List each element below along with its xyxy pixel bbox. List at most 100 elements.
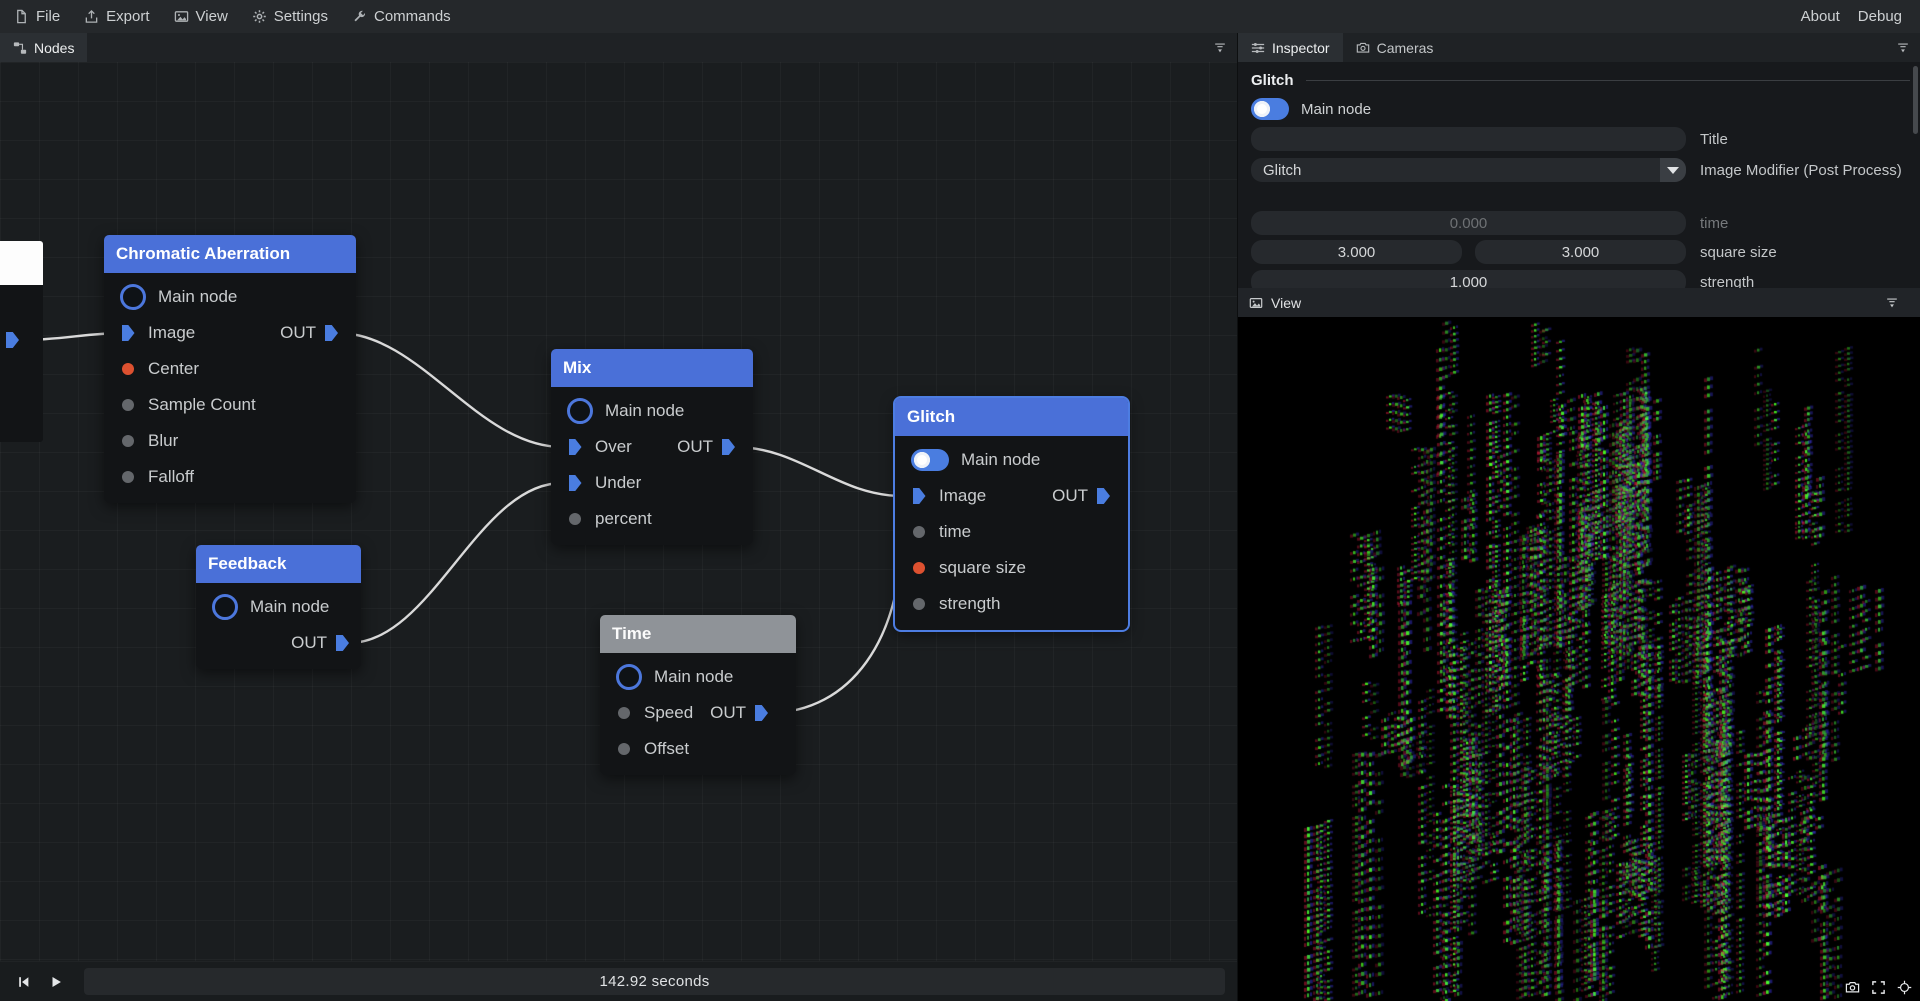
- menu-file[interactable]: File: [14, 8, 60, 25]
- port-row-blur[interactable]: Blur: [104, 423, 356, 459]
- tab-inspector[interactable]: Inspector: [1238, 33, 1343, 62]
- tab-cameras[interactable]: Cameras: [1343, 33, 1447, 62]
- input-port-icon[interactable]: [618, 707, 630, 719]
- menu-about[interactable]: About: [1801, 8, 1840, 25]
- inspector-section-header: Glitch: [1251, 72, 1910, 89]
- main-node-toggle-icon[interactable]: [616, 664, 642, 690]
- panel-menu-icon[interactable]: [1885, 296, 1899, 310]
- menu-view[interactable]: View: [174, 8, 228, 25]
- port-row-image[interactable]: Image OUT: [895, 478, 1128, 514]
- port-row-sample-count[interactable]: Sample Count: [104, 387, 356, 423]
- input-port-icon[interactable]: [122, 435, 134, 447]
- wire-feedback-to-mix-under[interactable]: [349, 483, 562, 643]
- main-node-label: Main node: [1301, 101, 1371, 118]
- main-node-toggle-icon[interactable]: [120, 284, 146, 310]
- input-port-icon[interactable]: [569, 513, 581, 525]
- play-icon[interactable]: [44, 970, 68, 994]
- node-canvas[interactable]: Chromatic Aberration Main node Image OUT: [0, 62, 1237, 961]
- inspector-tabbar: Inspector Cameras: [1238, 33, 1920, 62]
- render-view[interactable]: [1238, 317, 1920, 1001]
- node-header[interactable]: Time: [600, 615, 796, 653]
- port-row-main-node[interactable]: Main node: [600, 659, 796, 695]
- output-port-icon[interactable]: [336, 635, 349, 651]
- output-port-icon[interactable]: [325, 325, 338, 341]
- menu-commands[interactable]: Commands: [352, 8, 451, 25]
- port-row-time[interactable]: time: [895, 514, 1128, 550]
- dropdown-caret-icon[interactable]: [1660, 158, 1686, 182]
- input-port-icon[interactable]: [618, 743, 630, 755]
- node-title: Glitch: [907, 407, 955, 427]
- port-row-under[interactable]: Under: [551, 465, 753, 501]
- output-port-icon[interactable]: [722, 439, 735, 455]
- port-row-percent[interactable]: percent: [551, 501, 753, 537]
- node-chromatic-aberration[interactable]: Chromatic Aberration Main node Image OUT: [104, 235, 356, 503]
- port-row-over[interactable]: Over OUT: [551, 429, 753, 465]
- output-port-icon[interactable]: [6, 332, 19, 348]
- input-port-icon[interactable]: [913, 562, 925, 574]
- node-header[interactable]: Mix: [551, 349, 753, 387]
- node-preview-thumbnail: [0, 241, 43, 285]
- panel-menu-icon[interactable]: [1896, 41, 1910, 55]
- port-row-main-node[interactable]: Main node: [551, 393, 753, 429]
- timeline-scrubber[interactable]: 142.92 seconds: [84, 968, 1225, 995]
- input-port-icon[interactable]: [569, 475, 582, 491]
- input-port-icon[interactable]: [122, 471, 134, 483]
- main-node-toggle-icon[interactable]: [567, 398, 593, 424]
- input-port-icon[interactable]: [122, 325, 135, 341]
- port-row-offset[interactable]: Offset: [600, 731, 796, 767]
- main-node-toggle[interactable]: [1251, 98, 1289, 120]
- node-header[interactable]: Glitch: [895, 398, 1128, 436]
- out-label: OUT: [677, 437, 713, 457]
- fullscreen-icon[interactable]: [1871, 980, 1886, 995]
- input-port-icon[interactable]: [122, 363, 134, 375]
- output-port-icon[interactable]: [755, 705, 768, 721]
- panel-menu-icon[interactable]: [1213, 41, 1227, 55]
- tab-nodes[interactable]: Nodes: [0, 33, 87, 62]
- node-time[interactable]: Time Main node Speed OUT: [600, 615, 796, 775]
- node-type-dropdown[interactable]: Glitch: [1251, 158, 1686, 182]
- snapshot-icon[interactable]: [1845, 980, 1860, 995]
- inspector-scrollbar[interactable]: [1913, 66, 1918, 134]
- section-divider: [1306, 80, 1910, 81]
- param-square-size-y-input[interactable]: 3.000: [1475, 240, 1686, 264]
- node-mix[interactable]: Mix Main node Over OUT: [551, 349, 753, 545]
- node-header[interactable]: Chromatic Aberration: [104, 235, 356, 273]
- skip-start-icon[interactable]: [12, 970, 36, 994]
- port-row-center[interactable]: Center: [104, 351, 356, 387]
- port-row-strength[interactable]: strength: [895, 586, 1128, 622]
- settings-icon: [252, 9, 267, 24]
- menu-settings[interactable]: Settings: [252, 8, 328, 25]
- title-input[interactable]: [1251, 127, 1686, 151]
- port-row-out[interactable]: OUT: [196, 625, 361, 661]
- node-title: Feedback: [208, 554, 286, 574]
- input-port-icon[interactable]: [569, 439, 582, 455]
- main-node-toggle[interactable]: [911, 449, 949, 471]
- wire-mix-to-glitch-image[interactable]: [735, 447, 902, 496]
- render-view-canvas[interactable]: [1238, 317, 1920, 1001]
- port-row-image[interactable]: Image OUT: [104, 315, 356, 351]
- param-time-input[interactable]: 0.000: [1251, 211, 1686, 235]
- port-row-speed[interactable]: Speed OUT: [600, 695, 796, 731]
- wire-chromatic-to-mix-over[interactable]: [338, 333, 562, 447]
- node-glitch[interactable]: Glitch Main node Image OUT: [895, 398, 1128, 630]
- node-partial-body[interactable]: [0, 285, 43, 442]
- node-feedback[interactable]: Feedback Main node OUT: [196, 545, 361, 669]
- input-port-icon[interactable]: [913, 526, 925, 538]
- main-node-toggle-icon[interactable]: [212, 594, 238, 620]
- param-square-size-x-input[interactable]: 3.000: [1251, 240, 1462, 264]
- port-row-square-size[interactable]: square size: [895, 550, 1128, 586]
- port-row-main-node[interactable]: Main node: [895, 442, 1128, 478]
- reset-view-icon[interactable]: [1897, 980, 1912, 995]
- inspector-section-title: Glitch: [1251, 72, 1294, 89]
- menu-debug[interactable]: Debug: [1858, 8, 1902, 25]
- input-port-icon[interactable]: [122, 399, 134, 411]
- menu-export[interactable]: Export: [84, 8, 149, 25]
- output-port-icon[interactable]: [1097, 488, 1110, 504]
- input-port-icon[interactable]: [913, 488, 926, 504]
- port-row-falloff[interactable]: Falloff: [104, 459, 356, 495]
- input-port-icon[interactable]: [913, 598, 925, 610]
- port-row-main-node[interactable]: Main node: [196, 589, 361, 625]
- port-row-main-node[interactable]: Main node: [104, 279, 356, 315]
- param-strength-input[interactable]: 1.000: [1251, 270, 1686, 288]
- node-header[interactable]: Feedback: [196, 545, 361, 583]
